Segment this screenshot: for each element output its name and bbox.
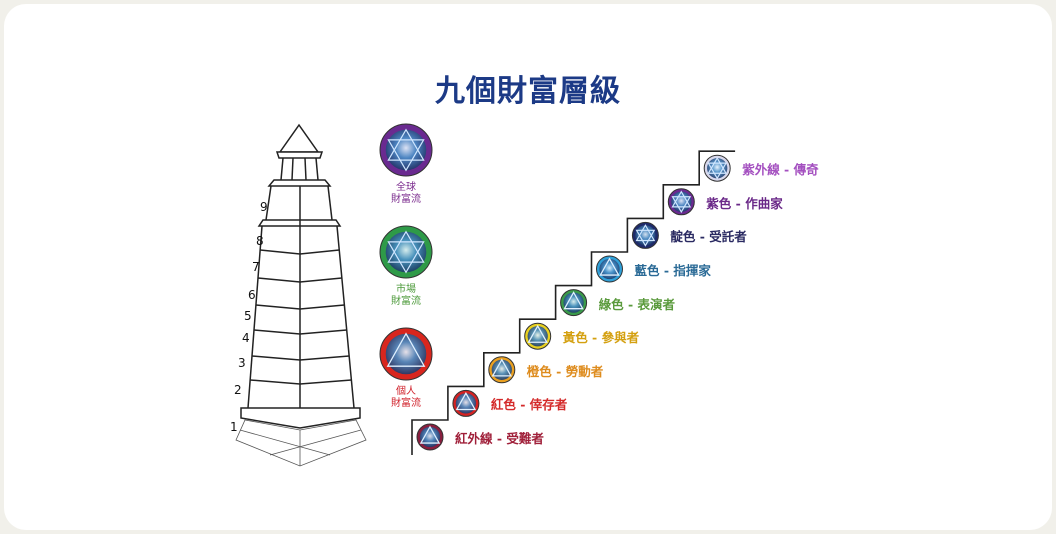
- level-icon: [524, 322, 552, 350]
- level-label: 黃色 - 參與者: [562, 330, 640, 346]
- level-label: 紅色 - 倖存者: [490, 397, 568, 413]
- tower-level-number: 3: [238, 356, 246, 370]
- page-title: 九個財富層級: [435, 74, 621, 109]
- tower-level-number: 1: [230, 420, 238, 434]
- level-label: 綠色 - 表演者: [598, 296, 675, 312]
- tower-level-number: 6: [248, 288, 256, 302]
- level-label: 橙色 - 勞動者: [526, 363, 604, 379]
- level-icon: [488, 356, 516, 384]
- wealth-flow-icon: [379, 327, 433, 381]
- tower-level-number: 7: [252, 260, 260, 274]
- level-icon: [667, 188, 695, 216]
- flow-label-line: 財富流: [391, 194, 421, 205]
- level-icon: [596, 255, 623, 283]
- wealth-flow-icon: [379, 123, 433, 177]
- tower-level-number: 8: [256, 234, 264, 248]
- level-icon: [560, 289, 588, 317]
- level-label: 紫外線 - 傳奇: [742, 162, 819, 178]
- level-icon: [416, 423, 444, 451]
- level-label: 靛色 - 受託者: [670, 229, 747, 245]
- tower-level-number: 5: [244, 309, 252, 323]
- content-card: [4, 4, 1052, 530]
- tower-level-number: 9: [260, 200, 268, 214]
- wealth-flow-label: 個人財富流: [376, 386, 436, 410]
- staircase: [411, 150, 736, 455]
- flow-label-line: 財富流: [391, 398, 421, 409]
- tower-level-number: 4: [242, 331, 250, 345]
- flow-label-line: 個人: [396, 386, 416, 397]
- wealth-flow-label: 全球財富流: [376, 182, 436, 206]
- flow-label-line: 財富流: [391, 296, 421, 307]
- flow-label-line: 市場: [396, 284, 416, 295]
- level-icon: [452, 389, 480, 417]
- wealth-flow-label: 市場財富流: [376, 284, 436, 308]
- flow-label-line: 全球: [396, 182, 416, 193]
- level-label: 藍色 - 指揮家: [634, 263, 711, 278]
- level-icon: [703, 154, 731, 182]
- tower-level-number: 2: [234, 383, 242, 397]
- level-icon: [631, 221, 659, 249]
- wealth-flow-icon: [379, 225, 433, 279]
- tower-illustration: [235, 123, 367, 467]
- level-label: 紫色 - 作曲家: [706, 195, 783, 211]
- level-label: 紅外線 - 受難者: [455, 431, 544, 446]
